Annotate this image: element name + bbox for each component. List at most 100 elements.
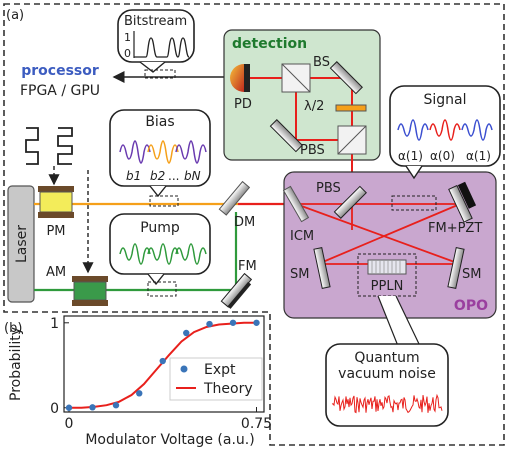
signal-label-3: α(1)	[466, 149, 491, 163]
bitstream-pulses	[134, 37, 190, 58]
processor-subtitle: FPGA / GPU	[20, 83, 100, 99]
pump-bubble: Pump	[109, 213, 211, 297]
half-waveplate	[335, 104, 367, 112]
laser-block: Laser	[7, 185, 35, 303]
photodiode-base	[244, 64, 250, 92]
input-coupling-mirror	[282, 185, 310, 223]
signal-label-2: α(0)	[430, 149, 455, 163]
bias-dots: ...	[168, 169, 179, 183]
pzt-actuator	[457, 181, 477, 209]
chart-ylabel: Probability	[8, 327, 24, 401]
signal-label-1: α(1)	[398, 149, 423, 163]
legend-expt-marker	[180, 365, 188, 373]
bias-label-n: bN	[184, 169, 201, 183]
icm-label: ICM	[290, 229, 314, 244]
expt-point	[159, 357, 166, 365]
signal-zoom-box	[391, 195, 437, 211]
fm-label: FM	[238, 259, 257, 274]
noise-title-2: vacuum noise	[338, 366, 436, 382]
pbs-diagonal	[337, 125, 367, 155]
pump-pulse-1	[119, 243, 151, 265]
am-signal-icon	[57, 127, 73, 165]
opo-box: OPO PBS ICM SM SM FM+PZT PPLN	[282, 171, 497, 319]
ppln-label: PPLN	[371, 279, 404, 294]
fmpzt-label: FM+PZT	[428, 221, 482, 236]
ppln-crystal	[367, 259, 407, 275]
x-tick-label: 0.75	[241, 416, 272, 432]
signal-pulse-3	[461, 119, 493, 141]
detection-title: detection	[232, 36, 307, 52]
expt-point	[253, 319, 260, 326]
amplitude-modulator: AM	[46, 265, 108, 306]
bitstream-title: Bitstream	[124, 14, 187, 29]
spherical-mirror-left	[313, 247, 331, 289]
pm-label: PM	[46, 224, 65, 239]
pump-pulse-3	[175, 243, 207, 265]
bias-bubble: Bias b1 b2 ... bN	[109, 109, 211, 207]
expt-point	[183, 329, 190, 337]
photodiode-icon	[230, 64, 244, 92]
fold-mirror: FM	[220, 259, 257, 309]
bias-pulse-2	[147, 140, 179, 164]
panel-a-label: (a)	[6, 8, 24, 23]
detection-mirror-top	[329, 61, 363, 95]
ppln-poling	[371, 260, 401, 274]
opo-pbs-label: PBS	[316, 181, 341, 196]
dichroic-mirror: DM	[218, 180, 255, 230]
detection-pbs-label: PBS	[300, 143, 325, 158]
waveplate-label: λ/2	[304, 99, 324, 114]
signal-pulse-2	[429, 119, 461, 141]
x-tick-label: 0	[65, 416, 74, 432]
bias-pulse-n	[175, 140, 207, 164]
bs-label: BS	[313, 55, 330, 70]
pd-label: PD	[234, 97, 252, 112]
panel-b-label: (b)	[4, 321, 22, 336]
bitstream-bubble: Bitstream 1 0	[117, 9, 195, 79]
chart-xlabel: Modulator Voltage (a.u.)	[85, 432, 254, 448]
expt-point	[229, 319, 237, 326]
expt-point	[112, 402, 120, 409]
processor-block: processor FPGA / GPU	[8, 60, 112, 104]
outer-frame	[3, 3, 505, 446]
expt-point	[136, 390, 143, 397]
legend-theory-label: Theory	[203, 381, 253, 397]
y-tick-label: 1	[50, 316, 59, 332]
noise-title-1: Quantum	[354, 350, 419, 366]
spherical-mirror-right	[447, 247, 465, 289]
pump-title: Pump	[140, 220, 180, 236]
signal-bubble: Signal α(1) α(0) α(1)	[389, 85, 501, 180]
noise-bubble: Quantum vacuum noise	[325, 295, 449, 427]
pump-pulse-2	[147, 243, 179, 265]
signal-title: Signal	[423, 92, 466, 108]
bias-label-2: b2	[150, 169, 165, 183]
bias-pulse-1	[119, 140, 151, 164]
am-label: AM	[46, 265, 66, 280]
chart-panel: (b) Probability Modulator Voltage (a.u.)…	[4, 315, 272, 448]
expt-point	[89, 404, 96, 411]
expt-point	[206, 320, 213, 328]
sm-right-label: SM	[462, 267, 481, 282]
bitstream-y-hi: 1	[124, 31, 131, 44]
bias-label-1: b1	[126, 169, 141, 183]
expt-point	[65, 404, 73, 411]
y-tick-label: 0	[50, 401, 59, 417]
phase-modulator: PM	[38, 186, 74, 239]
detection-mirror-bottom	[269, 119, 303, 153]
opo-label: OPO	[454, 298, 488, 314]
legend-box	[169, 357, 263, 401]
opo-pbs-mirror	[333, 185, 367, 219]
dm-label: DM	[234, 215, 255, 230]
sm-left-label: SM	[290, 267, 309, 282]
laser-label: Laser	[14, 225, 30, 263]
signal-pulse-1	[397, 119, 429, 141]
bs-diagonal	[281, 63, 311, 93]
fold-mirror-pzt	[448, 184, 473, 223]
processor-title: processor	[21, 63, 99, 79]
bitstream-y-lo: 0	[124, 47, 131, 60]
detection-box: detection PD BS λ/2 PBS	[223, 29, 381, 200]
chart-legend: Expt Theory	[169, 357, 263, 401]
noise-trace	[331, 393, 443, 414]
bias-title: Bias	[145, 114, 174, 130]
legend-expt-label: Expt	[204, 362, 236, 378]
